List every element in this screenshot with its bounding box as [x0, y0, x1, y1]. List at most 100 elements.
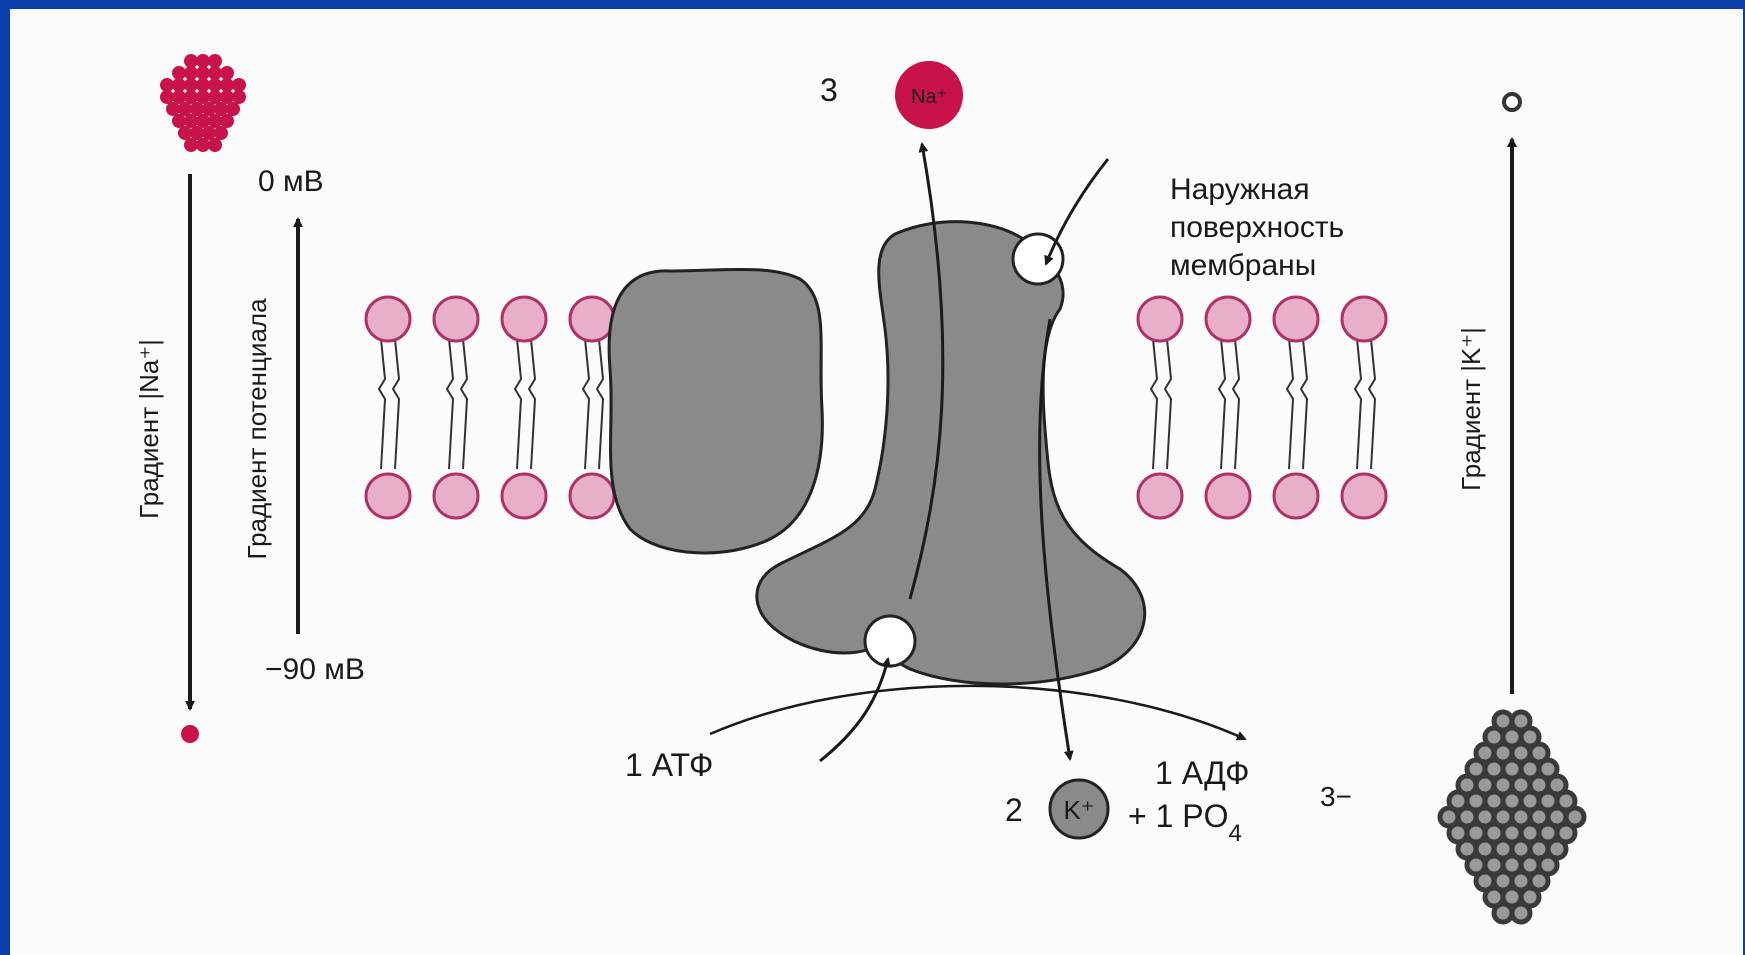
sodium-particle	[166, 102, 180, 116]
lipid-head	[1342, 474, 1386, 518]
sodium-dot-small	[181, 725, 199, 743]
sodium-particle	[232, 90, 246, 104]
sodium-particle	[172, 90, 186, 104]
lipid-tail	[529, 339, 535, 469]
lipid-bilayer-left	[366, 297, 614, 518]
sodium-particle	[184, 114, 198, 128]
potassium-ion-label: K⁺	[1063, 795, 1094, 825]
protein-subunit-left	[609, 269, 822, 553]
lipid-tail	[393, 339, 399, 469]
lipid-head	[570, 297, 614, 341]
lipid-tail	[583, 339, 589, 469]
lipid-head	[1138, 474, 1182, 518]
sodium-cluster	[160, 54, 246, 152]
sodium-particle	[184, 78, 198, 92]
slide: Na⁺ 3 K⁺ 2 Наружная поверхность мембраны…	[10, 9, 1743, 955]
sodium-particle	[190, 126, 204, 140]
sodium-particle	[196, 138, 210, 152]
sodium-particle	[184, 54, 198, 68]
phosphate-charge: 3−	[1320, 781, 1352, 812]
hydrolysis-arrow	[710, 686, 1245, 739]
sodium-gradient-label: Градиент |Na⁺|	[134, 339, 164, 519]
sodium-particle	[184, 66, 198, 80]
lipid-tail	[1165, 339, 1171, 469]
lipid-tail	[1301, 339, 1307, 469]
atp-label: 1 АТФ	[625, 747, 713, 783]
sodium-particle	[202, 126, 216, 140]
sodium-particle	[160, 78, 174, 92]
sodium-particle	[208, 138, 222, 152]
sodium-particle	[220, 114, 234, 128]
sodium-particle	[184, 90, 198, 104]
phosphate-label: + 1 PO4	[1128, 798, 1242, 847]
sodium-particle	[190, 102, 204, 116]
lipid-tail	[1355, 339, 1361, 469]
atp-arrow	[820, 659, 888, 761]
sodium-particle	[208, 78, 222, 92]
lipid-head	[366, 474, 410, 518]
potassium-cluster	[1440, 712, 1584, 922]
sodium-particle	[208, 66, 222, 80]
sodium-particle	[184, 138, 198, 152]
adp-label: 1 АДФ	[1155, 755, 1249, 791]
sodium-particle	[196, 114, 210, 128]
lipid-head	[1274, 297, 1318, 341]
sodium-particle	[220, 66, 234, 80]
sodium-particle	[208, 90, 222, 104]
zero-mv-label: 0 мВ	[258, 165, 324, 198]
potassium-particle	[1494, 904, 1512, 922]
sodium-particle	[214, 102, 228, 116]
sodium-particle	[196, 78, 210, 92]
sodium-count: 3	[820, 72, 838, 108]
lipid-tail	[1219, 339, 1225, 469]
lipid-tail	[1233, 339, 1239, 469]
lipid-tail	[597, 339, 603, 469]
sodium-ion-label: Na⁺	[911, 86, 947, 108]
sodium-particle	[202, 102, 216, 116]
sodium-particle	[172, 114, 186, 128]
sodium-particle	[178, 102, 192, 116]
potassium-dot-small	[1504, 94, 1520, 110]
lipid-head	[1206, 474, 1250, 518]
lipid-tail	[515, 339, 521, 469]
sodium-particle	[196, 66, 210, 80]
sodium-particle	[196, 54, 210, 68]
lipid-head	[1274, 474, 1318, 518]
sodium-particle	[208, 114, 222, 128]
potential-gradient-label: Градиент потенциала	[242, 298, 272, 560]
lipid-tail	[447, 339, 453, 469]
potassium-count: 2	[1005, 792, 1023, 828]
phosphate-main: + 1 PO	[1128, 798, 1229, 834]
outer-surface-line-3: мембраны	[1170, 249, 1316, 282]
lipid-tail	[1151, 339, 1157, 469]
lipid-tail	[379, 339, 385, 469]
lipid-bilayer-right	[1138, 297, 1386, 518]
sodium-particle	[196, 90, 210, 104]
sodium-particle	[208, 54, 222, 68]
sodium-potassium-pump-diagram: Na⁺ 3 K⁺ 2 Наружная поверхность мембраны…	[10, 9, 1743, 955]
outer-surface-label: Наружная поверхность мембраны	[1170, 173, 1353, 282]
sodium-particle	[226, 102, 240, 116]
sodium-particle	[160, 90, 174, 104]
lipid-tail	[1287, 339, 1293, 469]
lipid-tail	[461, 339, 467, 469]
outer-surface-line-1: Наружная	[1170, 173, 1310, 206]
sodium-particle	[172, 66, 186, 80]
sodium-particle	[220, 78, 234, 92]
sodium-particle	[172, 78, 186, 92]
sodium-particle	[178, 126, 192, 140]
lipid-head	[570, 474, 614, 518]
inner-binding-site	[865, 616, 915, 666]
lipid-head	[366, 297, 410, 341]
lipid-head	[1342, 297, 1386, 341]
lipid-head	[1138, 297, 1182, 341]
potassium-particle	[1512, 904, 1530, 922]
phosphate-subscript: 4	[1229, 820, 1242, 847]
lipid-tail	[1369, 339, 1375, 469]
lipid-head	[434, 297, 478, 341]
outer-surface-line-2: поверхность	[1170, 211, 1344, 244]
lipid-head	[502, 474, 546, 518]
lipid-head	[434, 474, 478, 518]
minus90-mv-label: −90 мВ	[265, 653, 365, 686]
sodium-particle	[220, 90, 234, 104]
